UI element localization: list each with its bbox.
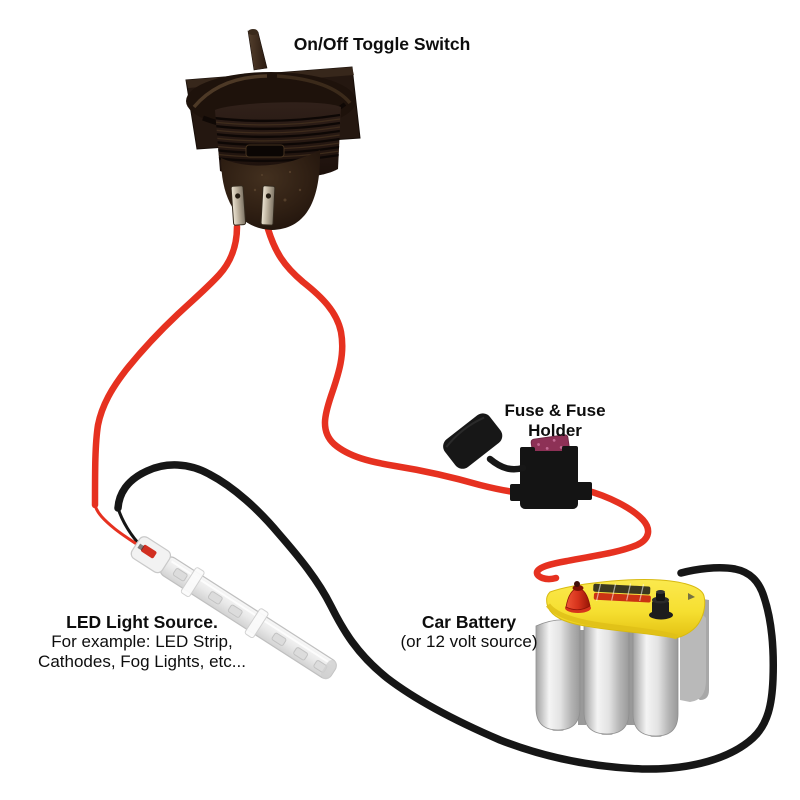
led-strip-mount-clip bbox=[244, 608, 269, 639]
fuse-holder-label-line2: Holder bbox=[528, 421, 582, 440]
fuse-cap-cord bbox=[486, 455, 527, 473]
fuse-holder-label-line1: Fuse & Fuse bbox=[504, 401, 606, 420]
led-strip-end-cap bbox=[321, 660, 337, 680]
battery-brand-print bbox=[593, 583, 651, 603]
battery-cell-1 bbox=[535, 619, 581, 731]
led-strip-connector-red-wire bbox=[141, 544, 157, 559]
fuse-holder-label: Fuse & Fuse Holder bbox=[479, 401, 631, 441]
car-battery-label: Car Battery (or 12 volt source) bbox=[383, 612, 555, 652]
red-wire-fuse-to-battery bbox=[533, 486, 652, 583]
fuse-cap bbox=[443, 413, 503, 469]
led-source-label-line1: LED Light Source. bbox=[66, 612, 218, 632]
red-wire-switch-to-led bbox=[91, 223, 241, 509]
red-wire-switch-to-fuse bbox=[264, 225, 519, 496]
fuse-holder bbox=[443, 413, 592, 509]
battery-top-vent-mark bbox=[688, 593, 695, 600]
toggle-lever bbox=[247, 30, 268, 71]
ground-wire-main-run bbox=[114, 461, 777, 773]
fuse-holder-shoulder-left bbox=[520, 447, 535, 459]
led-source-label-line2: For example: LED Strip, bbox=[51, 632, 233, 651]
car-battery-label-line2: (or 12 volt source) bbox=[400, 632, 538, 651]
toggle-switch bbox=[185, 29, 361, 230]
battery-back-cell bbox=[680, 613, 706, 702]
led-light-strip bbox=[130, 536, 337, 680]
led-source-label: LED Light Source. For example: LED Strip… bbox=[28, 612, 256, 672]
battery-cell-2 bbox=[583, 615, 630, 735]
led-source-label-line3: Cathodes, Fog Lights, etc... bbox=[38, 652, 246, 671]
car-battery bbox=[535, 579, 709, 737]
led-strip-connector-contact bbox=[137, 543, 145, 551]
switch-keyway-slot bbox=[245, 144, 285, 158]
toggle-switch-label: On/Off Toggle Switch bbox=[293, 34, 471, 54]
battery-cell-gaps bbox=[578, 625, 635, 725]
car-battery-label-line1: Car Battery bbox=[421, 612, 517, 632]
fuse-holder-body bbox=[520, 451, 578, 509]
battery-negative-terminal bbox=[649, 590, 673, 620]
switch-terminal-pin-left bbox=[230, 185, 247, 226]
fuse-holder-shoulder-right bbox=[562, 446, 578, 458]
fuse-holder-tab-right bbox=[576, 482, 592, 500]
toggle-lever-tip bbox=[248, 29, 258, 35]
fuse-holder-tab-left bbox=[510, 484, 522, 501]
positive-wire-red bbox=[91, 223, 652, 583]
battery-top-front-lip bbox=[545, 603, 678, 640]
led-strip-mount-clip bbox=[180, 567, 205, 597]
battery-positive-terminal bbox=[565, 581, 591, 613]
switch-terminal-pin-right bbox=[260, 185, 276, 226]
